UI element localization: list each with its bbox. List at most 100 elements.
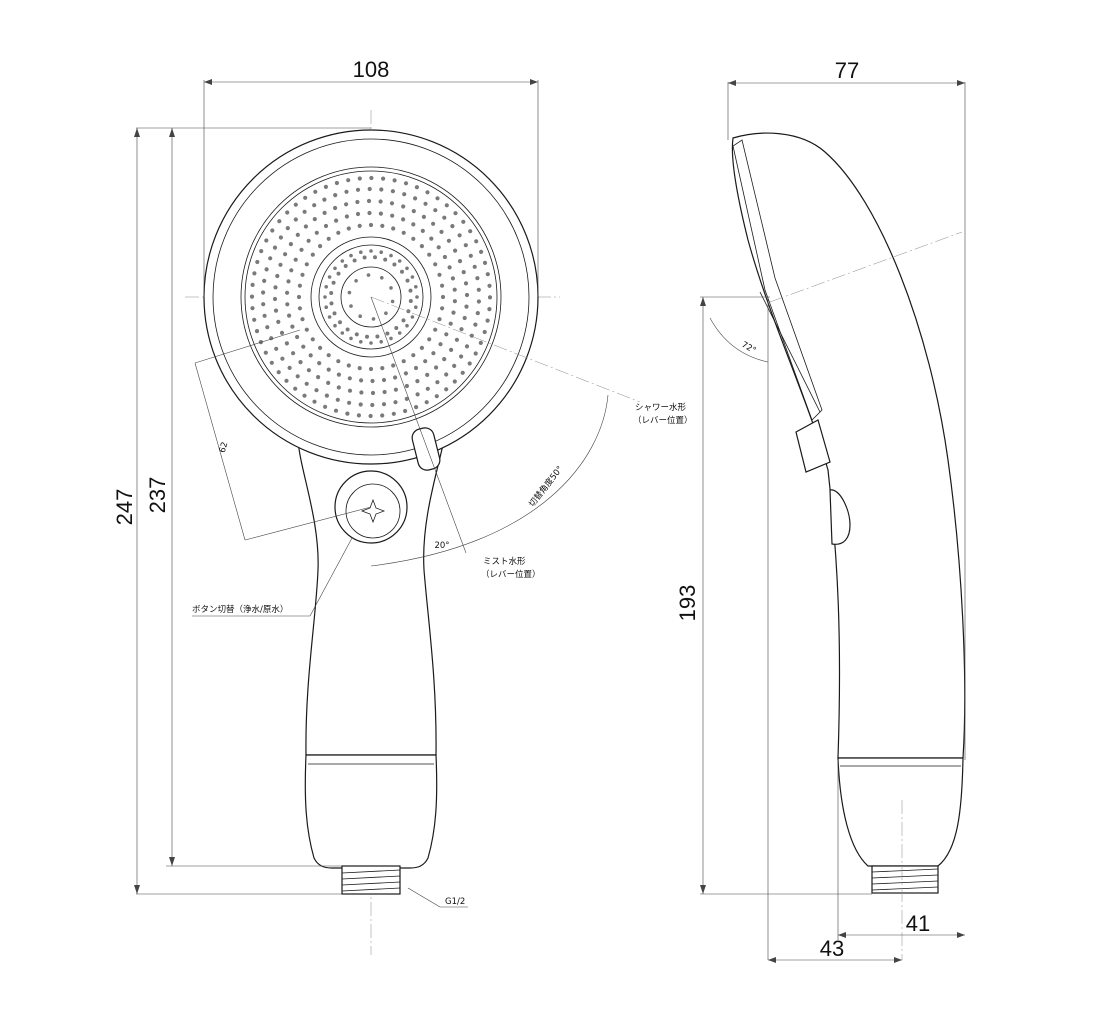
nozzle-dot	[283, 252, 288, 257]
nozzle-dot	[343, 264, 348, 268]
nozzle-dot	[453, 248, 458, 253]
nozzle-dot	[284, 341, 289, 346]
nozzle-dot	[378, 199, 383, 204]
nozzle-dot	[323, 295, 327, 299]
nozzle-dot	[414, 405, 419, 410]
side-tilt-arc	[709, 317, 769, 363]
nozzle-dot	[431, 221, 436, 226]
nozzle-dot	[414, 305, 418, 310]
nozzle-dot	[423, 201, 428, 206]
nozzle-dot	[454, 337, 459, 342]
nozzle-dot	[370, 378, 375, 384]
nozzle-dot	[287, 313, 292, 318]
nozzle-dot	[385, 331, 390, 336]
front-switch-angle-arc	[370, 394, 609, 567]
nozzle-dot	[331, 280, 336, 285]
nozzle-dot	[347, 290, 352, 295]
nozzle-dot	[392, 262, 397, 267]
nozzle-dot	[349, 304, 353, 308]
nozzle-dot	[277, 219, 282, 224]
nozzle-dot	[408, 299, 413, 303]
side-pivot-height-dimension: 193	[675, 585, 700, 622]
nozzle-dot	[270, 228, 275, 233]
nozzle-dot	[433, 262, 438, 267]
nozzle-dot	[390, 299, 395, 304]
nozzle-dot	[304, 381, 309, 386]
nozzle-dot	[355, 211, 361, 217]
nozzle-dot	[487, 283, 492, 288]
nozzle-dot	[279, 330, 285, 335]
nozzle-dot	[378, 211, 383, 216]
nozzle-dot	[379, 250, 384, 254]
nozzle-dot	[442, 215, 447, 220]
nozzle-dot	[468, 229, 473, 234]
nozzle-dot	[324, 393, 329, 398]
nozzle-dot	[290, 324, 295, 329]
nozzle-dot	[464, 304, 469, 309]
nozzle-dot	[457, 233, 462, 238]
front-button-icon	[360, 498, 386, 524]
nozzle-dot	[362, 255, 367, 260]
nozzle-dot	[459, 327, 464, 332]
nozzle-dot	[371, 317, 376, 321]
nozzle-dot	[487, 307, 492, 312]
nozzle-dot	[340, 259, 345, 263]
nozzle-dot	[252, 271, 257, 276]
side-body-outline	[731, 132, 966, 759]
nozzle-dot	[366, 273, 371, 277]
nozzle-dot	[357, 223, 362, 228]
nozzle-dot	[265, 325, 270, 330]
nozzle-dot	[414, 185, 419, 190]
nozzle-dot	[301, 344, 306, 349]
nozzle-dot	[373, 255, 377, 260]
nozzle-dot	[312, 217, 317, 222]
nozzle-dot	[306, 368, 311, 373]
nozzle-dot	[302, 393, 307, 398]
front-view	[185, 110, 560, 955]
nozzle-dot	[318, 345, 323, 350]
nozzle-dot	[444, 387, 449, 392]
side-total-offset-dimension: 43	[820, 936, 844, 961]
nozzle-dot	[312, 203, 317, 208]
nozzle-dot	[286, 279, 291, 284]
nozzle-dot	[411, 209, 416, 214]
nozzle-dot	[448, 321, 453, 326]
nozzle-dot	[322, 210, 327, 215]
nozzle-dot	[444, 203, 449, 208]
nozzle-dot	[291, 351, 296, 356]
nozzle-dot	[278, 235, 283, 240]
front-head-inner-rim	[240, 166, 502, 428]
nozzle-dot	[452, 299, 457, 304]
nozzle-dot	[326, 236, 331, 241]
nozzle-dot	[285, 290, 290, 295]
nozzle-dot	[300, 317, 305, 322]
nozzle-dot	[405, 278, 410, 283]
nozzle-dot	[273, 285, 278, 290]
nozzle-dot	[349, 336, 353, 341]
nozzle-dot	[329, 291, 334, 295]
nozzle-dot	[323, 184, 328, 189]
nozzle-dot	[429, 236, 434, 241]
mist-mode-label-line2: （レバー位置）	[481, 569, 541, 580]
nozzle-dot	[403, 371, 408, 376]
nozzle-dot	[254, 329, 260, 334]
nozzle-dot	[439, 229, 444, 234]
nozzle-dot	[389, 201, 395, 206]
nozzle-dot	[380, 413, 385, 418]
nozzle-dot	[347, 388, 353, 393]
nozzle-dot	[476, 299, 481, 304]
nozzle-dot	[297, 306, 302, 311]
nozzle-dot	[355, 187, 361, 192]
nozzle-dot	[389, 253, 393, 258]
nozzle-dot	[404, 396, 409, 401]
nozzle-dot	[478, 340, 483, 345]
nozzle-dot	[249, 294, 255, 299]
nozzle-dot	[381, 402, 387, 407]
nozzle-dot	[450, 224, 455, 229]
nozzle-dot	[482, 260, 488, 265]
nozzle-dot	[347, 400, 352, 405]
nozzle-dot	[366, 198, 372, 204]
nozzle-dot	[293, 386, 298, 391]
nozzle-dot	[440, 294, 446, 300]
nozzle-dot	[334, 218, 339, 223]
